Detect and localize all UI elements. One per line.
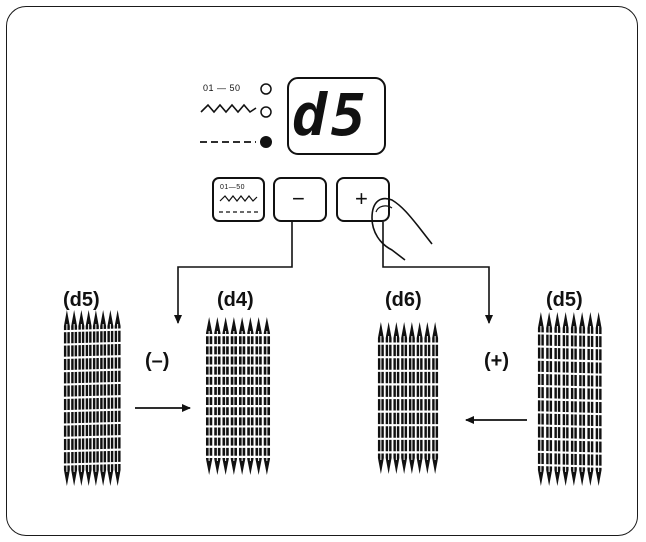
fabric-sample-left-d5 [58,310,130,486]
fabric-sample-left-d4 [201,317,275,475]
fabric-sample-right-d6 [373,322,443,474]
stitch-mode-button[interactable] [213,178,264,221]
zigzag-stitch-icon [200,103,257,114]
left-result-label: (d4) [217,289,254,311]
zigzag-indicator-light [260,106,272,118]
led-display [287,77,386,155]
plus-connector-arrow [382,222,493,324]
minus-button[interactable] [274,178,326,221]
left-start-label: (d5) [63,289,100,311]
minus-caption: (–) [145,350,170,372]
finger-icon [371,197,433,261]
minus-connector-arrow [174,221,293,324]
right-start-label: (d5) [546,289,583,311]
plus-button[interactable] [337,178,389,221]
minus-button-frame [273,177,327,222]
range-indicator-light [260,83,272,95]
diagram-frame [6,6,638,536]
range-label: 01 — 50 [203,83,241,93]
plus-button-label: + [355,186,368,211]
right-result-label: (d6) [385,289,422,311]
mode-button-range-label: 01—50 [220,184,246,191]
display-value: d5 [292,81,370,149]
minus-button-label: − [292,186,305,211]
straight-stitch-indicator-light [260,136,272,148]
plus-caption: (+) [484,350,509,372]
fabric-sample-right-d5 [532,312,604,486]
